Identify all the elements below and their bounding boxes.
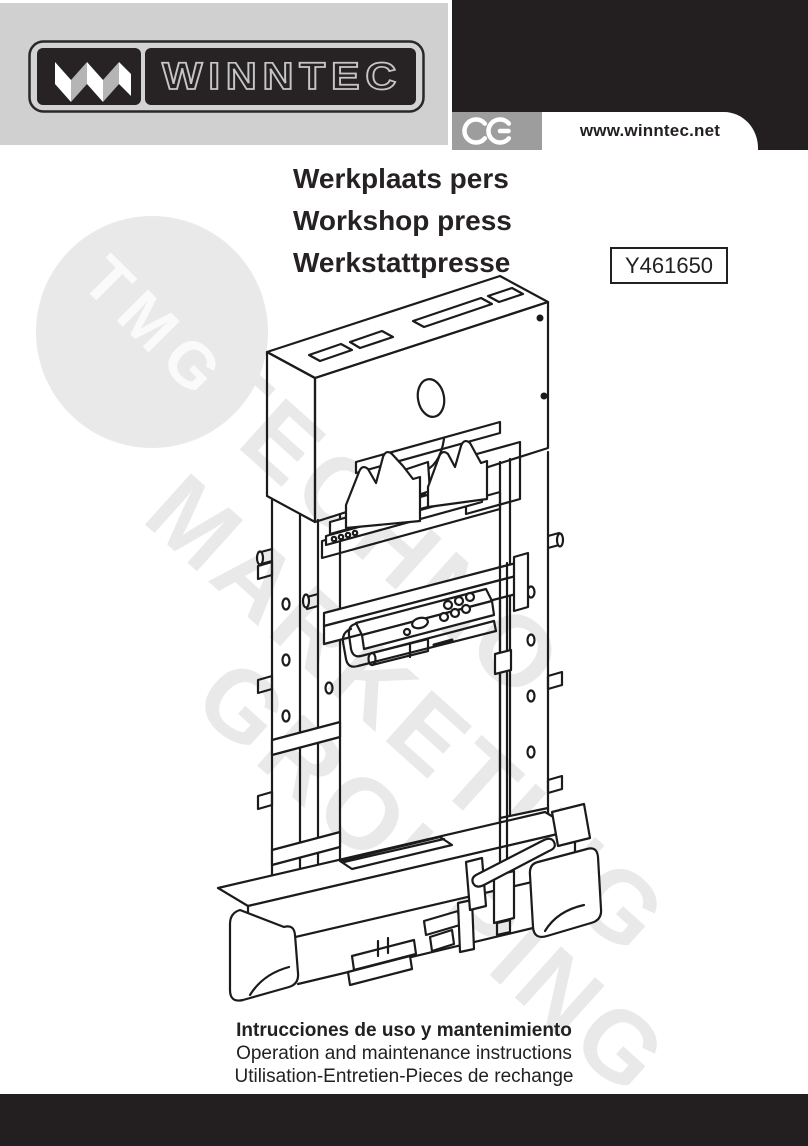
- footer-black-bar: [0, 1094, 808, 1146]
- ce-mark-icon: [462, 117, 512, 145]
- press-v-blocks: [344, 439, 489, 530]
- title-block: Werkplaats pers Workshop press Werkstatt…: [293, 158, 623, 284]
- press-pump-rod: [492, 561, 516, 937]
- title-dutch: Werkplaats pers: [293, 163, 509, 194]
- ce-box: [452, 112, 542, 150]
- instructions-block: Intrucciones de uso y mantenimiento Oper…: [0, 1019, 808, 1088]
- model-number: Y461650: [624, 252, 714, 278]
- winntec-w-icon: [55, 62, 131, 102]
- winntec-wordmark: WINNTEC: [162, 56, 402, 98]
- model-number-box: Y461650: [610, 247, 728, 284]
- title-english: Workshop press: [293, 205, 512, 236]
- instructions-french: Utilisation-Entretien-Pieces de rechange: [234, 1066, 574, 1087]
- watermark-circle: [36, 216, 268, 448]
- website-box: www.winntec.net: [542, 112, 758, 150]
- instructions-english: Operation and maintenance instructions: [236, 1043, 572, 1064]
- press-base: [216, 802, 603, 1002]
- instructions-spanish: Intrucciones de uso y mantenimiento: [236, 1020, 572, 1041]
- press-head: [265, 274, 550, 524]
- winntec-logo: WINNTEC: [28, 40, 425, 113]
- head-hole: [416, 378, 446, 418]
- press-pedal-and-lever: [346, 837, 556, 987]
- press-control-panel: [341, 587, 498, 668]
- title-german: Werkstattpresse: [293, 247, 511, 278]
- website-text: www.winntec.net: [579, 121, 721, 140]
